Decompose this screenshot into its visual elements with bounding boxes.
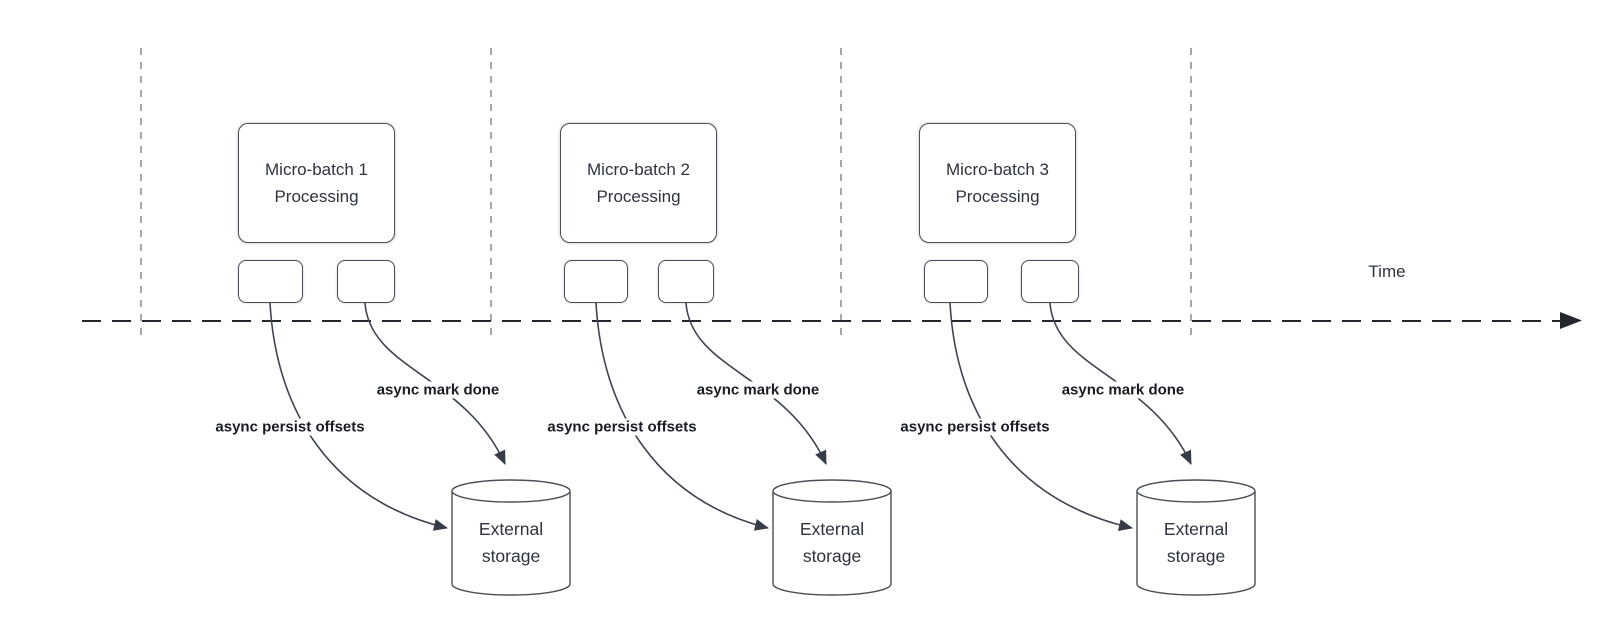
microbatch-3-title-line2: Processing xyxy=(955,187,1040,206)
mark-done-task-box-1 xyxy=(337,260,395,303)
microbatch-1-title-line1: Micro-batch 1 xyxy=(265,160,368,179)
external-storage-label-2-line2: storage xyxy=(802,546,862,566)
microbatch-2-title-line1: Micro-batch 2 xyxy=(587,160,690,179)
storage-cylinder-top-1 xyxy=(451,479,571,503)
storage-cylinder-2 xyxy=(772,479,892,596)
microbatch-2-processing-box: Micro-batch 2 Processing xyxy=(560,123,717,243)
storage-cylinder-1 xyxy=(451,479,571,596)
microbatch-3-title-line1: Micro-batch 3 xyxy=(946,160,1049,179)
microbatch-3-processing-box: Micro-batch 3 Processing xyxy=(919,123,1076,243)
persist-offsets-label-1: async persist offsets xyxy=(212,418,368,436)
persist-offsets-connector-1 xyxy=(269,302,448,531)
time-axis-arrowhead xyxy=(1560,312,1582,329)
external-storage-label-2-line1: External xyxy=(799,519,865,539)
mark-done-label-3: async mark done xyxy=(1058,381,1188,399)
persist-offsets-connector-3 xyxy=(949,302,1133,531)
persist-offsets-task-box-3 xyxy=(924,260,988,303)
mark-done-label-1: async mark done xyxy=(373,381,503,399)
external-storage-label-3-line2: storage xyxy=(1166,546,1226,566)
external-storage-label-1-line2: storage xyxy=(481,546,541,566)
mark-done-task-box-2 xyxy=(658,260,714,303)
persist-offsets-connector-2 xyxy=(595,302,769,531)
external-storage-label-3: External storage xyxy=(1137,495,1255,591)
microbatch-1-processing-box: Micro-batch 1 Processing xyxy=(238,123,395,243)
persist-offsets-label-2: async persist offsets xyxy=(544,418,700,436)
external-storage-label-3-line1: External xyxy=(1163,519,1229,539)
persist-offsets-task-box-2 xyxy=(564,260,628,303)
microbatch-2-title-line2: Processing xyxy=(596,187,681,206)
storage-cylinder-top-2 xyxy=(772,479,892,503)
microbatch-1-title-line2: Processing xyxy=(274,187,359,206)
mark-done-connector-2 xyxy=(685,302,827,465)
persist-offsets-label-3: async persist offsets xyxy=(897,418,1053,436)
storage-cylinder-3 xyxy=(1136,479,1256,596)
persist-offsets-task-box-1 xyxy=(238,260,303,303)
storage-cylinder-top-3 xyxy=(1136,479,1256,503)
time-axis-label: Time xyxy=(1368,262,1406,281)
mark-done-connector-3 xyxy=(1049,302,1192,465)
mark-done-label-2: async mark done xyxy=(693,381,823,399)
external-storage-label-1: External storage xyxy=(452,495,570,591)
external-storage-label-1-line1: External xyxy=(478,519,544,539)
mark-done-connector-1 xyxy=(364,302,506,465)
mark-done-task-box-3 xyxy=(1021,260,1079,303)
external-storage-label-2: External storage xyxy=(773,495,891,591)
